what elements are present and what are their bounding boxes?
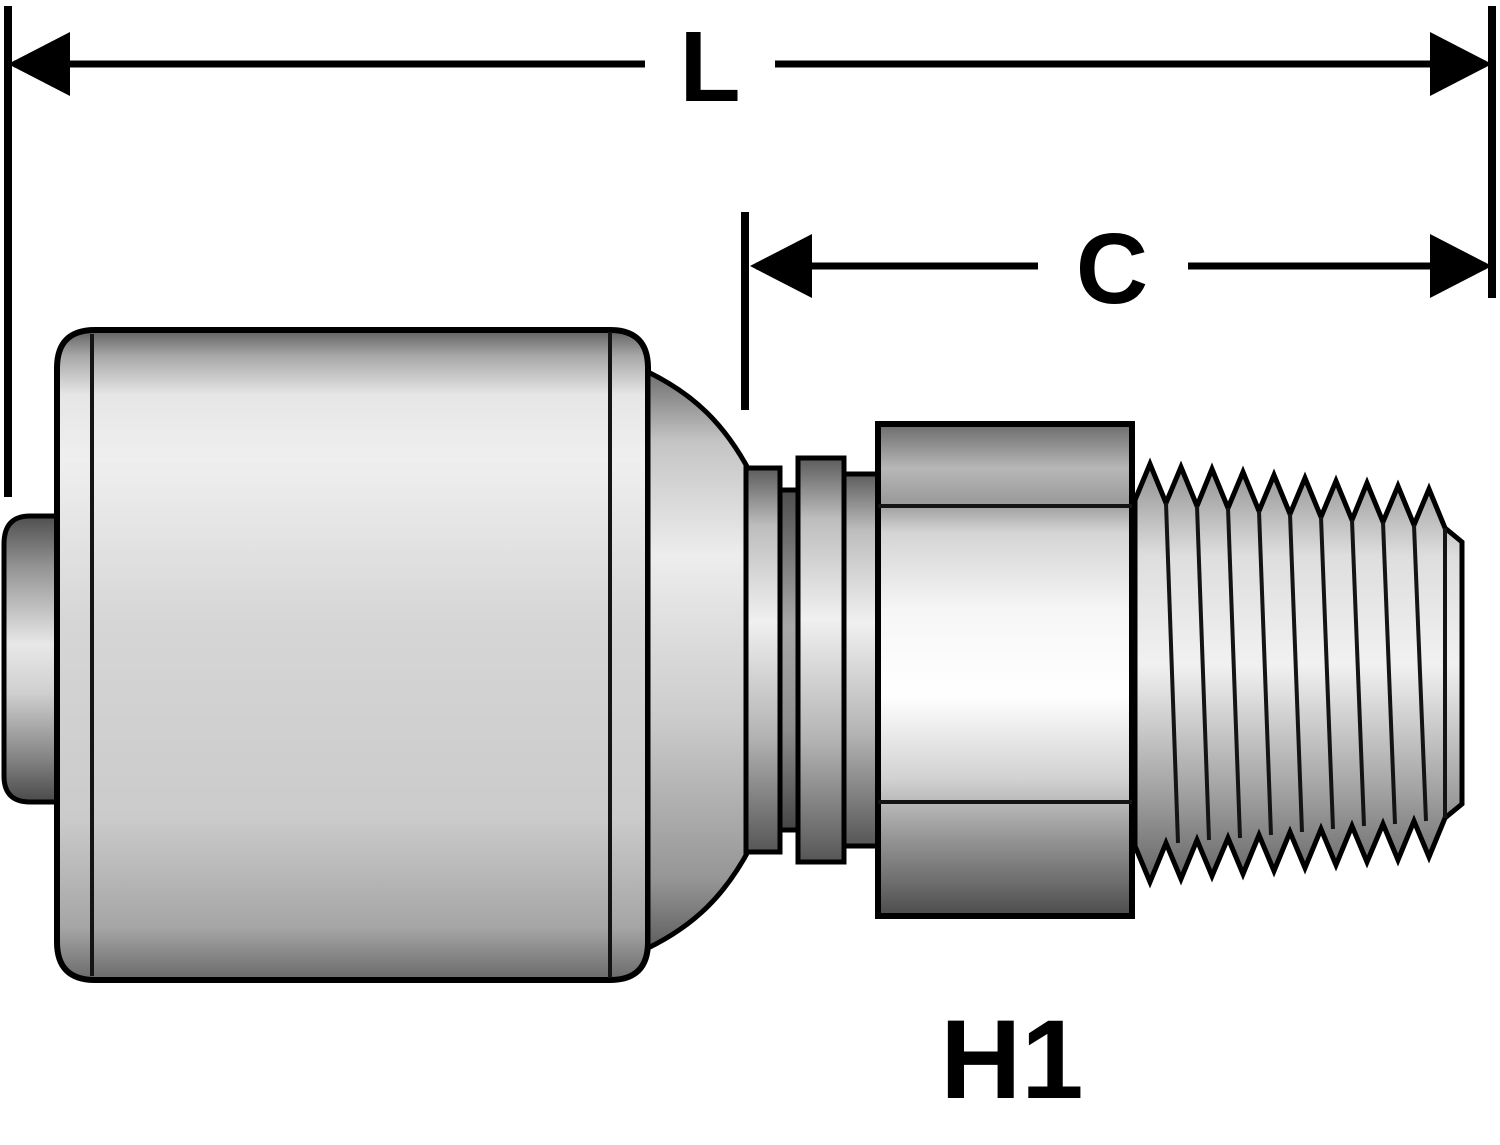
hex-nut [875, 421, 1135, 919]
taper-cone [645, 367, 753, 953]
arrowhead-l-right [1430, 32, 1492, 96]
arrowhead-c-left [750, 234, 812, 298]
dimension-cutoff: C [741, 212, 1492, 410]
arrowhead-c-right [1430, 234, 1492, 298]
male-thread [1132, 457, 1465, 889]
arrowhead-l-left [8, 32, 70, 96]
crimp-ferrule [54, 327, 651, 983]
dim-label-cutoff: C [1076, 213, 1148, 325]
collar-ring-1 [743, 465, 783, 855]
thread-root-lines [1164, 502, 1428, 844]
collar-ring-3 [841, 471, 881, 849]
part-label: H1 [940, 997, 1083, 1122]
dim-label-length: L [679, 11, 740, 123]
collar-groove [777, 487, 801, 833]
hose-stem-end [1, 513, 61, 805]
collar-ring-2 [795, 455, 847, 865]
dimension-length: L [4, 6, 1496, 497]
